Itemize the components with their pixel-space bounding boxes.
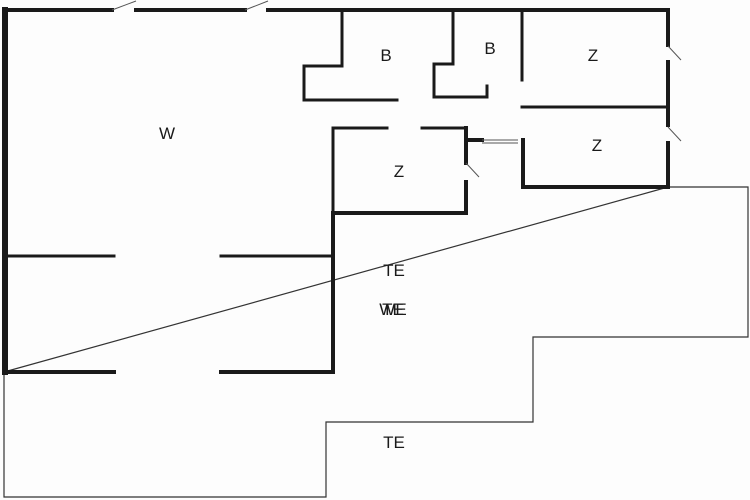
door-z3 xyxy=(465,162,480,178)
label-room-top-right: Z xyxy=(588,46,598,65)
label-overlap-lower: TE xyxy=(382,300,404,319)
label-terrace-upper: TE xyxy=(383,261,405,280)
label-room-mid-right: Z xyxy=(592,136,602,155)
room-labels: W B B Z Z Z TE WE TE TE xyxy=(159,39,602,452)
label-room-center: Z xyxy=(394,162,404,181)
door-right-2 xyxy=(667,126,682,142)
label-bath-2: B xyxy=(484,39,495,58)
label-overlap-upper: WE xyxy=(379,300,406,319)
terrace-outline xyxy=(3,186,749,498)
label-living: W xyxy=(159,124,175,143)
walls xyxy=(2,7,670,375)
openings xyxy=(111,0,682,178)
label-bath-1: B xyxy=(380,46,391,65)
window-top-2 xyxy=(244,0,269,11)
label-terrace-lower: TE xyxy=(383,433,405,452)
door-right-1 xyxy=(667,45,682,61)
window-top-1 xyxy=(111,0,137,11)
